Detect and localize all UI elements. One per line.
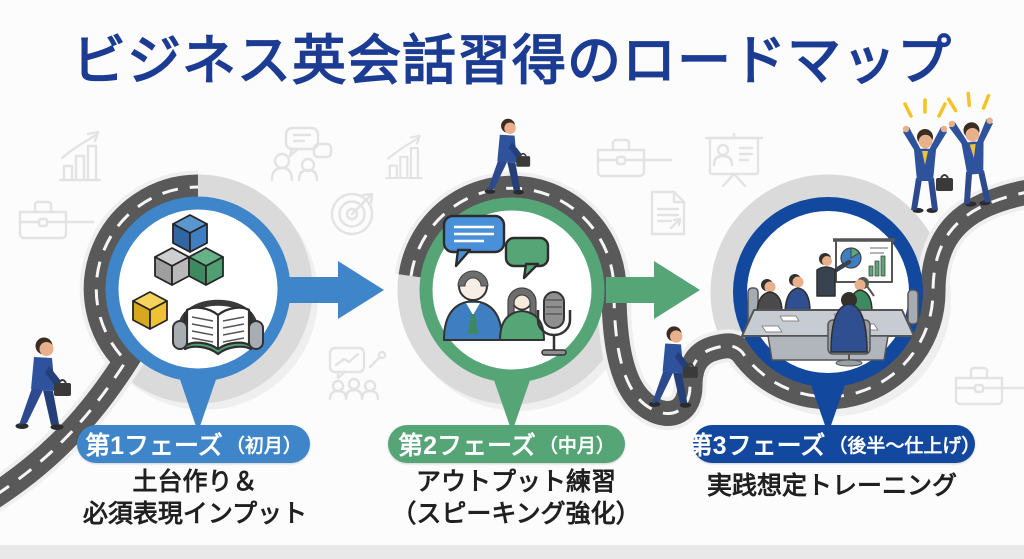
phase3-description: 実践想定トレーニング [707, 470, 957, 502]
phase2-description-line2: （スピーキング強化） [391, 500, 641, 528]
phase3-badge-label: 第3フェーズ [687, 432, 826, 460]
blue-cube [172, 214, 208, 253]
briefcase-icon [954, 366, 1024, 406]
target-icon [330, 192, 374, 236]
phase3-period-label: （後半〜仕上げ） [828, 435, 981, 457]
businessman-walking-icon [14, 336, 72, 431]
phase1-period-label: （初月） [225, 435, 302, 457]
arrow-phase2-to-phase3 [606, 261, 700, 319]
phase2-description: アウトプット練習 （スピーキング強化） [391, 466, 640, 530]
phase1-badge: 第1フェーズ （初月） [77, 425, 310, 463]
gray-cube [154, 247, 190, 286]
building-blocks-and-audiobook-icon [132, 214, 264, 356]
businessman-celebrating-icon [901, 98, 949, 215]
winding-road [0, 170, 1024, 513]
phase3-description-line1: 実践想定トレーニング [706, 472, 958, 500]
presenter-figure [816, 253, 852, 297]
phase3-badge: 第3フェーズ （後半〜仕上げ） [688, 425, 980, 463]
yellow-cube [132, 291, 168, 330]
businessman-bust-icon [443, 270, 503, 341]
arrow-phase1-to-phase2 [288, 261, 384, 319]
page-title: ビジネス英会話習得のロードマップ [72, 31, 952, 91]
green-cube [188, 247, 224, 286]
bottom-road-band [0, 545, 1024, 559]
briefcase-icon [18, 200, 95, 240]
phase2-badge: 第2フェーズ （中月） [388, 425, 625, 463]
briefcase-icon [936, 178, 953, 191]
phase2-period-label: （中月） [538, 435, 615, 457]
audiobook-icon [172, 299, 264, 356]
chat-people-icon [270, 126, 333, 182]
phase2-badge-label: 第2フェーズ [398, 432, 536, 460]
microphone-icon [536, 291, 572, 356]
presentation-meeting-icon [328, 346, 387, 401]
document-icon [650, 190, 686, 236]
phase2-description-line1: アウトプット練習 [415, 468, 617, 496]
growth-chart-icon [58, 130, 102, 182]
presentation-board-icon [704, 132, 764, 188]
business-meeting-presentation-icon [741, 238, 919, 367]
phase1-badge-label: 第1フェーズ [85, 432, 223, 460]
phase1-description-line1: 土台作り＆ [132, 468, 258, 496]
conversation-and-microphone-icon [442, 214, 572, 356]
growth-chart-icon [385, 134, 423, 180]
speech-bubble-blue [442, 214, 506, 268]
phase1-description-line2: 必須表現インプット [82, 500, 308, 528]
speech-bubble-green [504, 236, 550, 280]
foreground-attendee [827, 292, 871, 367]
briefcase-handle [940, 174, 949, 179]
briefcase-icon [596, 138, 673, 178]
phase1-description: 土台作り＆ 必須表現インプット [83, 466, 307, 530]
businesswoman-bust-icon [499, 287, 545, 341]
